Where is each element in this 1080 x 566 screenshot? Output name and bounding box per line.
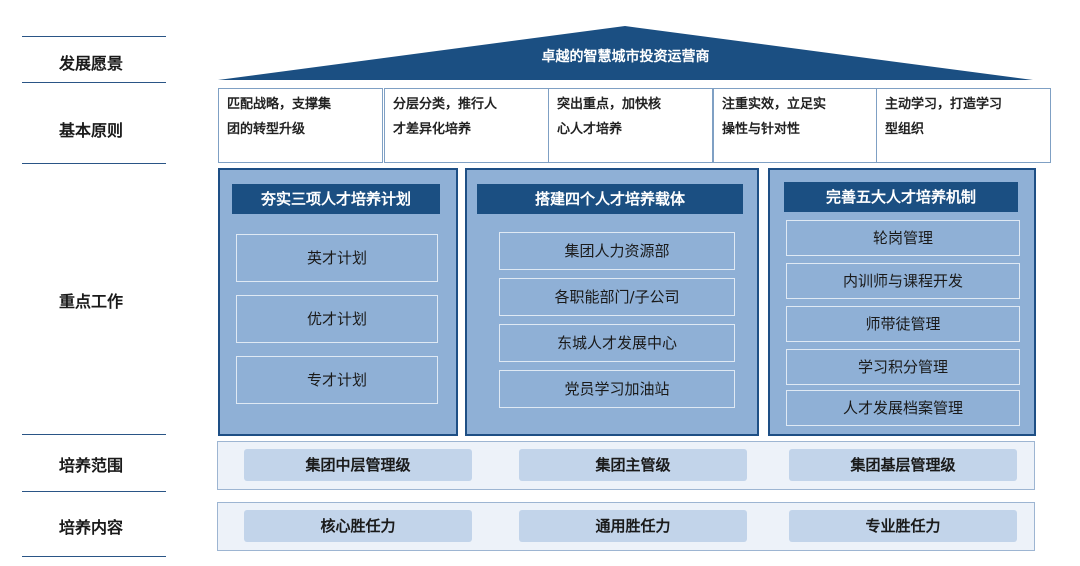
label-scope: 培养范围 bbox=[58, 456, 123, 475]
column-title: 完善五大人才培养机制 bbox=[784, 182, 1018, 212]
vision-title: 卓越的智慧城市投资运营商 bbox=[541, 49, 710, 65]
work-column: 完善五大人才培养机制 轮岗管理 内训师与课程开发 师带徒管理 学习积分管理 人才… bbox=[768, 168, 1036, 436]
row-separator bbox=[22, 434, 166, 435]
principle-box: 主动学习，打造学习 型组织 bbox=[876, 88, 1051, 163]
label-principles: 基本原则 bbox=[58, 121, 123, 140]
column-title: 夯实三项人才培养计划 bbox=[232, 184, 440, 214]
principle-line: 型组织 bbox=[885, 122, 925, 137]
row-separator bbox=[22, 36, 166, 37]
carrier-item: 东城人才发展中心 bbox=[499, 324, 735, 362]
content-item: 通用胜任力 bbox=[519, 510, 747, 542]
scope-band: 集团中层管理级 集团主管级 集团基层管理级 bbox=[217, 441, 1035, 490]
mechanism-item: 轮岗管理 bbox=[786, 220, 1020, 256]
mechanism-item: 师带徒管理 bbox=[786, 306, 1020, 342]
carrier-item: 党员学习加油站 bbox=[499, 370, 735, 408]
work-column: 搭建四个人才培养载体 集团人力资源部 各职能部门/子公司 东城人才发展中心 党员… bbox=[465, 168, 759, 436]
column-title: 搭建四个人才培养载体 bbox=[477, 184, 743, 214]
principle-line: 匹配战略，支撑集 bbox=[227, 97, 332, 112]
content-band: 核心胜任力 通用胜任力 专业胜任力 bbox=[217, 502, 1035, 551]
plan-item: 专才计划 bbox=[236, 356, 438, 404]
mechanism-item: 人才发展档案管理 bbox=[786, 390, 1020, 426]
plan-item: 英才计划 bbox=[236, 234, 438, 282]
label-vision: 发展愿景 bbox=[58, 54, 123, 73]
label-content: 培养内容 bbox=[58, 518, 123, 537]
principle-line: 注重实效，立足实 bbox=[722, 97, 827, 112]
principle-line: 分层分类，推行人 bbox=[393, 97, 498, 112]
principle-box: 注重实效，立足实 操性与针对性 bbox=[713, 88, 878, 163]
row-separator bbox=[22, 163, 166, 164]
principle-box: 匹配战略，支撑集 团的转型升级 bbox=[218, 88, 383, 163]
scope-item: 集团主管级 bbox=[519, 449, 747, 481]
mechanism-item: 学习积分管理 bbox=[786, 349, 1020, 385]
mechanism-item: 内训师与课程开发 bbox=[786, 263, 1020, 299]
row-separator bbox=[22, 82, 166, 83]
scope-item: 集团基层管理级 bbox=[789, 449, 1017, 481]
principle-line: 操性与针对性 bbox=[722, 122, 801, 137]
principle-line: 突出重点，加快核 bbox=[557, 97, 662, 112]
vision-roof bbox=[218, 26, 1033, 80]
principle-line: 团的转型升级 bbox=[227, 122, 306, 137]
content-item: 核心胜任力 bbox=[244, 510, 472, 542]
row-separator bbox=[22, 556, 166, 557]
principle-line: 主动学习，打造学习 bbox=[885, 97, 1003, 112]
carrier-item: 集团人力资源部 bbox=[499, 232, 735, 270]
principle-line: 才差异化培养 bbox=[393, 122, 472, 137]
scope-item: 集团中层管理级 bbox=[244, 449, 472, 481]
plan-item: 优才计划 bbox=[236, 295, 438, 343]
content-item: 专业胜任力 bbox=[789, 510, 1017, 542]
principle-line: 心人才培养 bbox=[557, 122, 623, 137]
label-key-work: 重点工作 bbox=[58, 292, 123, 311]
principle-box: 突出重点，加快核 心人才培养 bbox=[548, 88, 713, 163]
work-column: 夯实三项人才培养计划 英才计划 优才计划 专才计划 bbox=[218, 168, 458, 436]
row-separator bbox=[22, 491, 166, 492]
principle-box: 分层分类，推行人 才差异化培养 bbox=[384, 88, 549, 163]
carrier-item: 各职能部门/子公司 bbox=[499, 278, 735, 316]
